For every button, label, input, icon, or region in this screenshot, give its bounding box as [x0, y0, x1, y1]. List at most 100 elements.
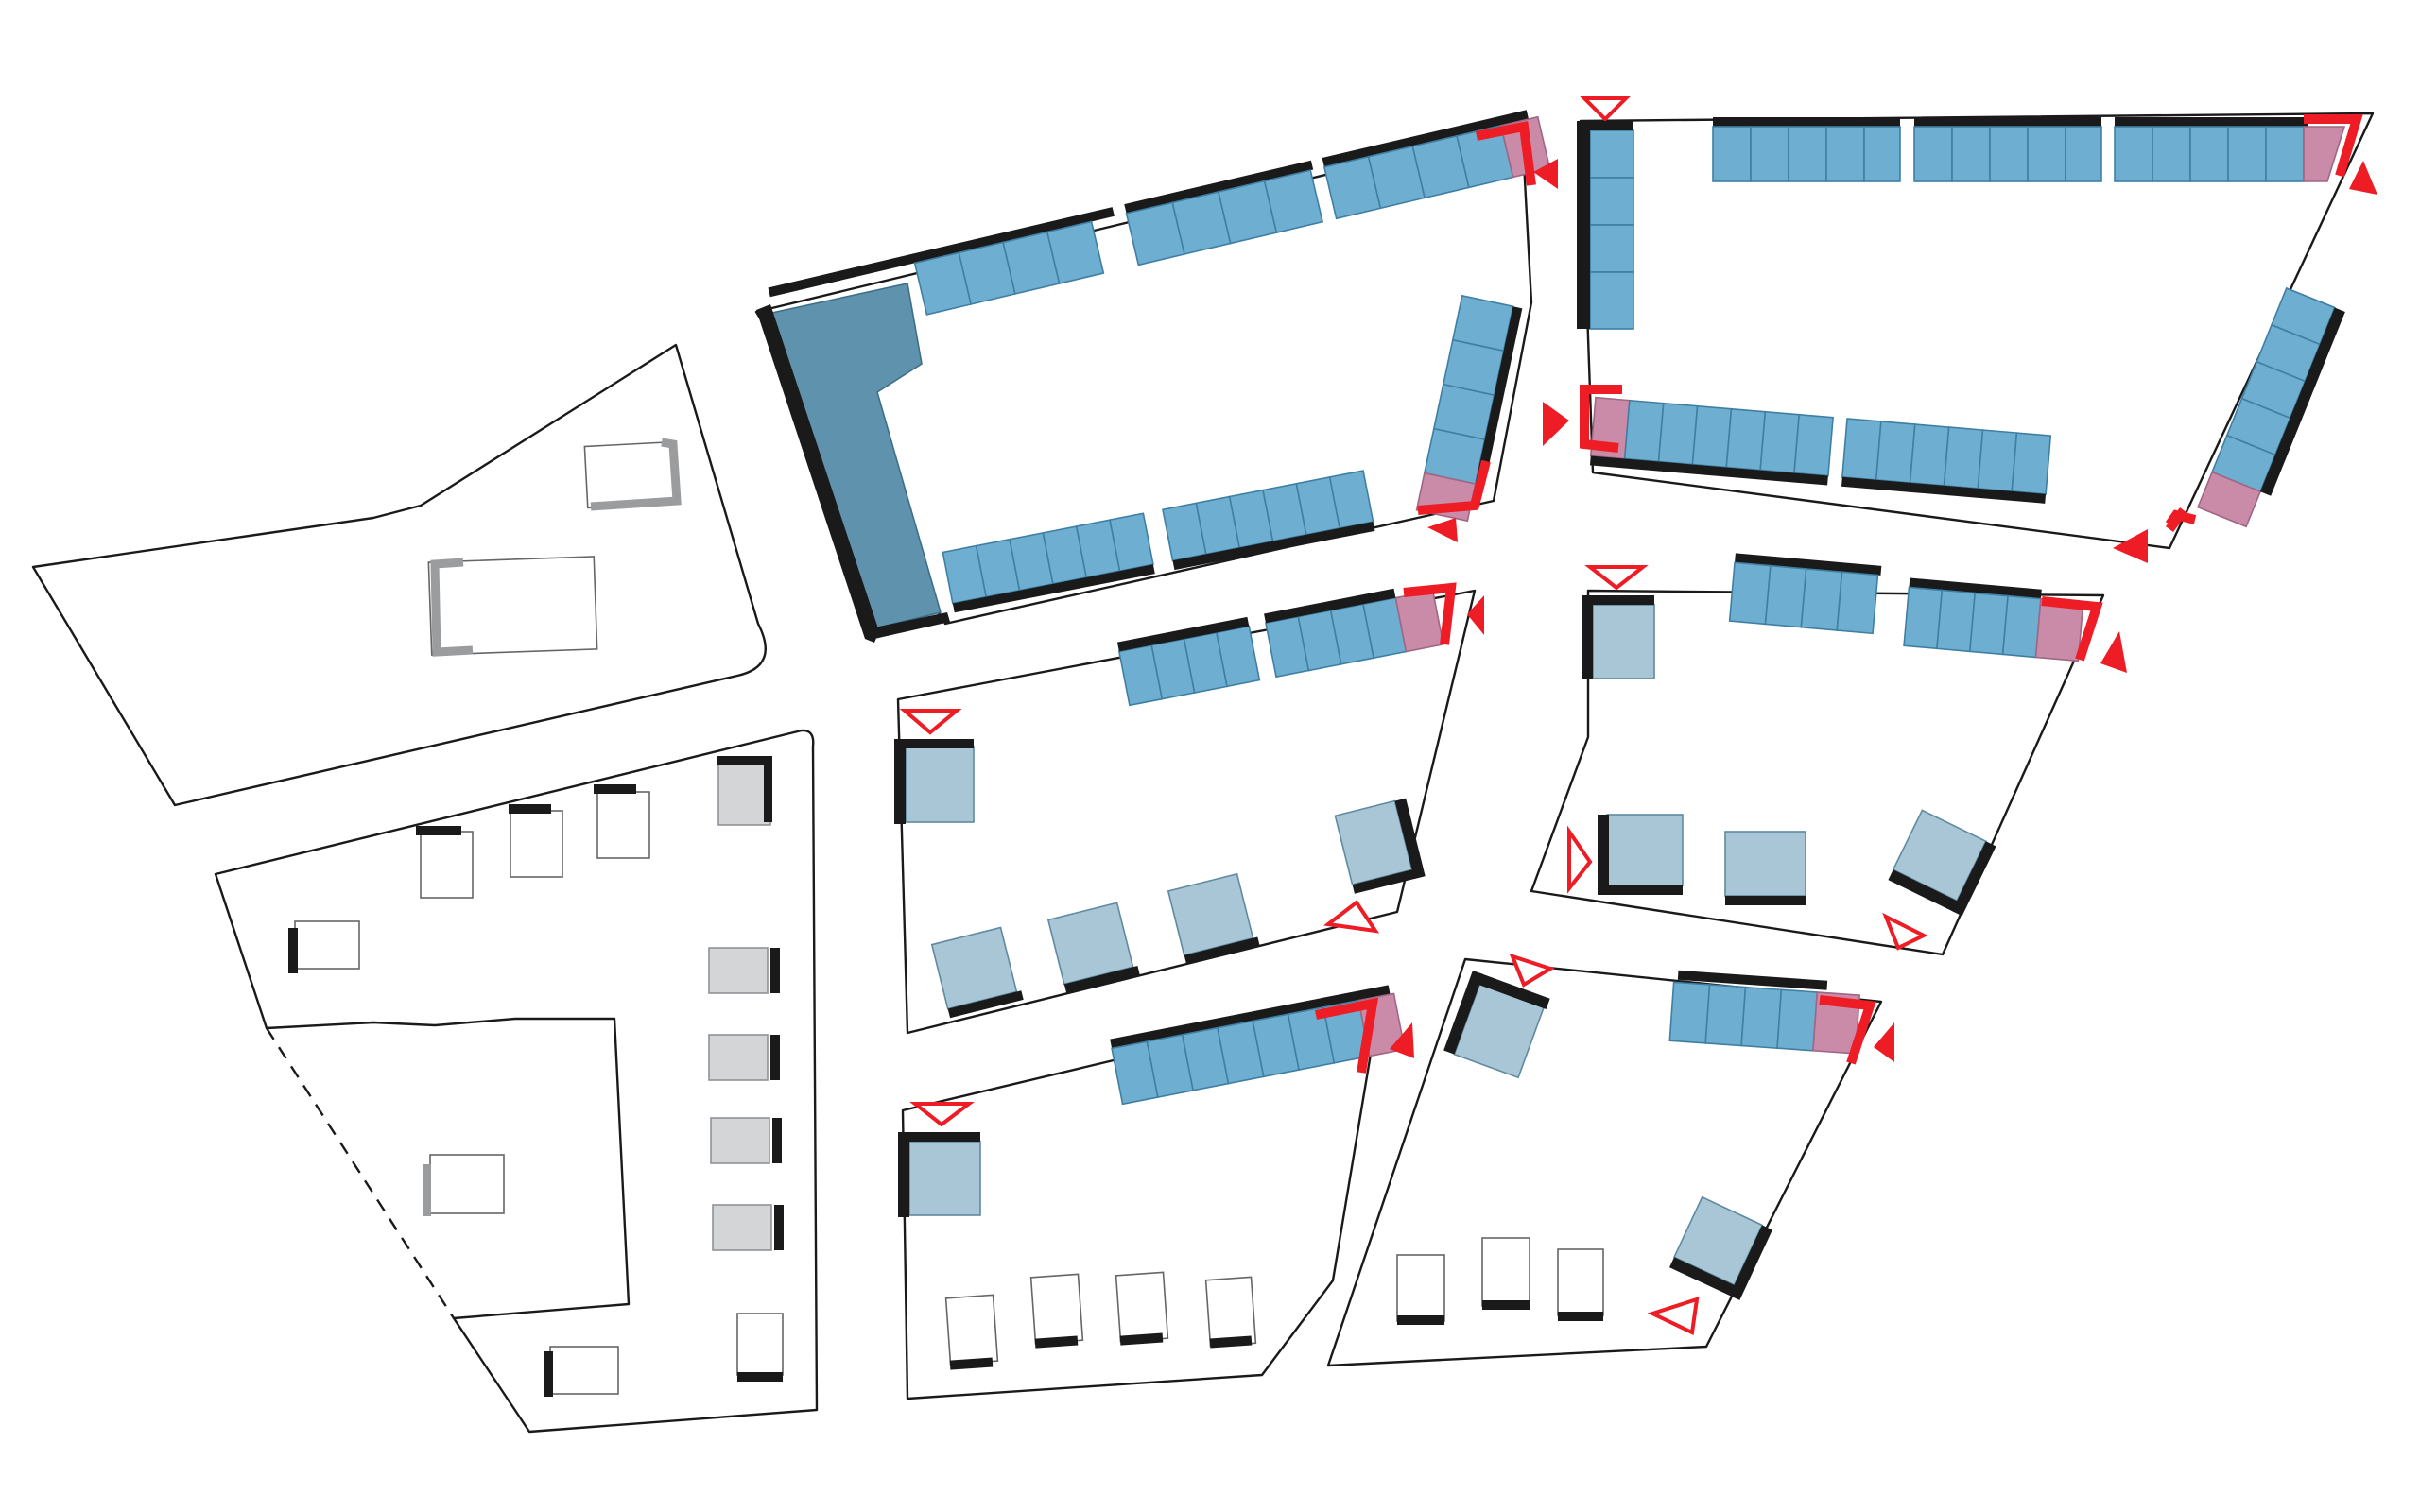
se-top-wall: [1677, 970, 1828, 990]
sc-red-corner: [1315, 997, 1379, 1074]
ne-bottom-unit: [1909, 423, 1950, 487]
ne-left-wall: [1577, 121, 1590, 329]
cm-bottom-building-3: [1167, 872, 1260, 965]
cm-small-building-wall: [894, 739, 974, 748]
ne-bottom-wall-2: [1841, 476, 2047, 504]
se-right-wall-bottom: [1668, 1257, 1743, 1299]
se-bottom-wall: [1558, 1312, 1603, 1321]
ne-top-wall-2: [1914, 117, 2101, 127]
northwest-park-buildings: [427, 438, 682, 657]
em-small-building: [1592, 604, 1655, 679]
ne-top-unit: [1989, 126, 2029, 182]
lot-building-f-wall: [770, 1035, 780, 1080]
cm-right-wall: [1394, 798, 1426, 880]
em-bottom-wall-1b: [1598, 885, 1683, 895]
triangle-filled-arrow-icon: [1543, 402, 1569, 446]
se-bottom-wall: [1482, 1300, 1530, 1310]
right-wall: [1476, 306, 1523, 485]
em-top-unit: [1764, 564, 1807, 628]
ne-corner-unit-pink: [2303, 126, 2346, 182]
cm-bottom-building-2: [1046, 902, 1140, 994]
lot-building-j-grey-edge: [423, 1164, 431, 1216]
ne-bottom-row: [1589, 396, 2052, 504]
lot-building-a: [420, 831, 474, 899]
se-bottom-building: [1557, 1248, 1604, 1316]
bottom-wall: [952, 564, 1155, 613]
north-central-red-corner-2: [1417, 459, 1491, 515]
lot-building-c-wall: [594, 784, 636, 794]
em-top-wall-2: [1909, 577, 2042, 599]
ne-right-wall: [2260, 307, 2345, 496]
em-bottom-wall-2: [1725, 896, 1806, 905]
se-top-unit: [1740, 986, 1783, 1050]
ne-left-unit: [1589, 129, 1634, 179]
ne-bottom-unit: [1623, 399, 1665, 463]
em-top-unit: [2001, 594, 2042, 659]
park-building-2-grey-edge: [430, 558, 474, 657]
top-wall-3: [1322, 110, 1530, 167]
lot-building-f: [708, 1034, 769, 1081]
sc-small-building-wall-side: [898, 1132, 909, 1217]
ne-bottom-unit: [1793, 413, 1834, 477]
ne-top-unit: [1750, 126, 1789, 182]
triangle-outline-arrow-icon: [899, 709, 962, 735]
lot-building-corner-wall: [717, 756, 764, 765]
se-right-wall: [1729, 1225, 1772, 1300]
ne-bottom-unit: [1943, 426, 1984, 490]
em-red-corner: [2041, 596, 2103, 662]
parcel-west-lot-dashed-edge: [265, 1027, 456, 1319]
triangle-outline-arrow-icon: [1882, 912, 1928, 951]
ne-top-unit: [1712, 126, 1752, 182]
block-north-central: [756, 110, 1558, 643]
ne-top-unit: [1913, 126, 1953, 182]
em-small-building-wall: [1582, 595, 1654, 605]
em-top-unit: [1728, 561, 1772, 626]
cm-top-wall: [1116, 616, 1250, 652]
lot-building-corner-wall-side: [764, 756, 772, 822]
se-red-corner: [1819, 995, 1876, 1065]
cm-bottom-wall: [1184, 936, 1260, 965]
cm-right-wall-bottom: [1352, 867, 1424, 894]
ne-bottom-unit: [1759, 410, 1801, 474]
top-wall-1: [768, 207, 1115, 298]
lot-building-j: [429, 1154, 505, 1214]
em-bottom-building-1: [1606, 814, 1684, 886]
lot-building-k-wall: [544, 1351, 553, 1397]
sc-small-building-wall: [898, 1132, 980, 1142]
sc-bottom-building: [1204, 1276, 1257, 1348]
se-bottom-wall: [1397, 1315, 1444, 1325]
lot-building-g: [710, 1117, 770, 1164]
ne-left-unit: [1589, 271, 1634, 330]
ne-top-unit: [2152, 126, 2191, 182]
lot-building-k: [549, 1346, 619, 1395]
se-top-row: [1668, 981, 1861, 1055]
ne-left-unit: [1589, 224, 1634, 273]
parcel-northwest-park: [31, 343, 767, 807]
cm-bottom-wall: [1063, 966, 1140, 994]
triangle-outline-arrow-icon: [1580, 96, 1631, 122]
ne-top-unit: [2227, 126, 2267, 182]
triangle-outline-arrow-icon: [909, 1102, 975, 1127]
triangle-outline-arrow-icon: [1322, 900, 1380, 934]
top-wall-2: [1124, 160, 1314, 214]
se-top-unit: [1704, 984, 1747, 1047]
triangle-outline-arrow-icon: [1584, 565, 1649, 591]
block-north-east-outline: [1579, 112, 2375, 550]
em-top-row: [1728, 553, 2084, 662]
ne-bottom-unit: [1725, 407, 1767, 472]
sc-top-wall: [1110, 985, 1391, 1049]
triangle-filled-arrow-icon: [1427, 518, 1458, 542]
lot-building-h-wall: [774, 1205, 784, 1250]
ne-top-wall-1: [1713, 117, 1900, 127]
parcel-west-lot: [214, 729, 819, 1434]
sc-bottom-building: [944, 1294, 999, 1366]
bottom-wall-2: [1172, 522, 1375, 571]
lot-building-corner: [717, 760, 771, 826]
ne-bottom-unit: [1657, 402, 1699, 466]
lot-building-i-wall: [737, 1372, 783, 1382]
dark-l-building-wall-bottom: [870, 612, 950, 639]
ne-top-unit: [1863, 126, 1901, 182]
ne-bottom-unit: [1977, 429, 2018, 492]
lot-building-a-wall: [416, 826, 461, 835]
triangle-filled-arrow-icon: [2100, 631, 2127, 673]
